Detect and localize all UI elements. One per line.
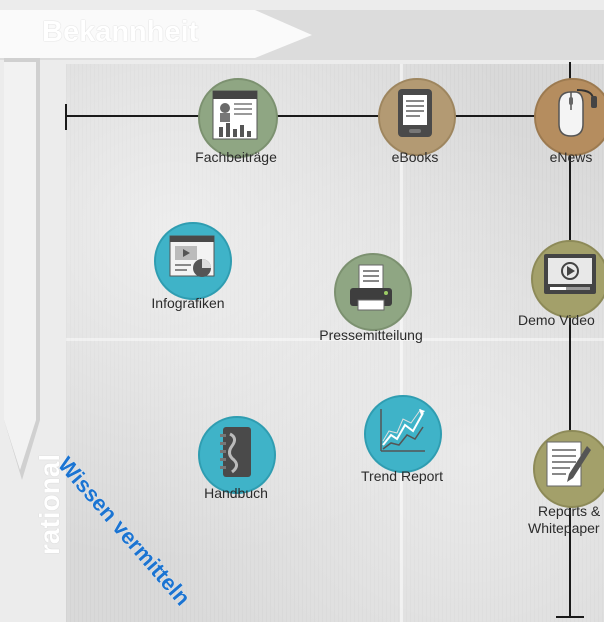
trend-report-node[interactable]	[364, 395, 442, 473]
printer-icon	[350, 264, 392, 311]
trend-chart-icon	[380, 408, 425, 452]
ebooks-label: eBooks	[391, 149, 439, 165]
reports-label-line2: Whitepaper	[528, 520, 600, 536]
demo-video-label: Demo Video	[518, 312, 595, 328]
left-axis-arrow-highlight	[4, 62, 36, 470]
trend-report-label: Trend Report	[361, 468, 443, 484]
infografiken-label: Infografiken	[151, 295, 225, 311]
paper-texture-area	[66, 64, 604, 622]
infographic-icon	[169, 235, 215, 277]
ebook-reader-icon	[398, 89, 432, 137]
mouse-icon	[558, 89, 597, 137]
fachbeitraege-label: Fachbeiträge	[195, 149, 277, 165]
enews-label: eNews	[549, 149, 593, 165]
axis-label-top: Bekannheit	[42, 16, 199, 48]
pressemitteilung-label: Pressemitteilung	[319, 327, 423, 343]
handbuch-label: Handbuch	[204, 485, 268, 501]
document-pencil-icon	[546, 441, 591, 487]
infografiken-node[interactable]	[154, 222, 232, 300]
paper-fold	[66, 338, 604, 341]
video-player-icon	[544, 254, 596, 294]
newspaper-icon	[212, 90, 258, 140]
paper-fold	[400, 64, 403, 622]
notebook-icon	[220, 427, 251, 477]
reports-label-line1: Reports &	[538, 503, 601, 519]
top-axis-arrow	[0, 10, 312, 58]
